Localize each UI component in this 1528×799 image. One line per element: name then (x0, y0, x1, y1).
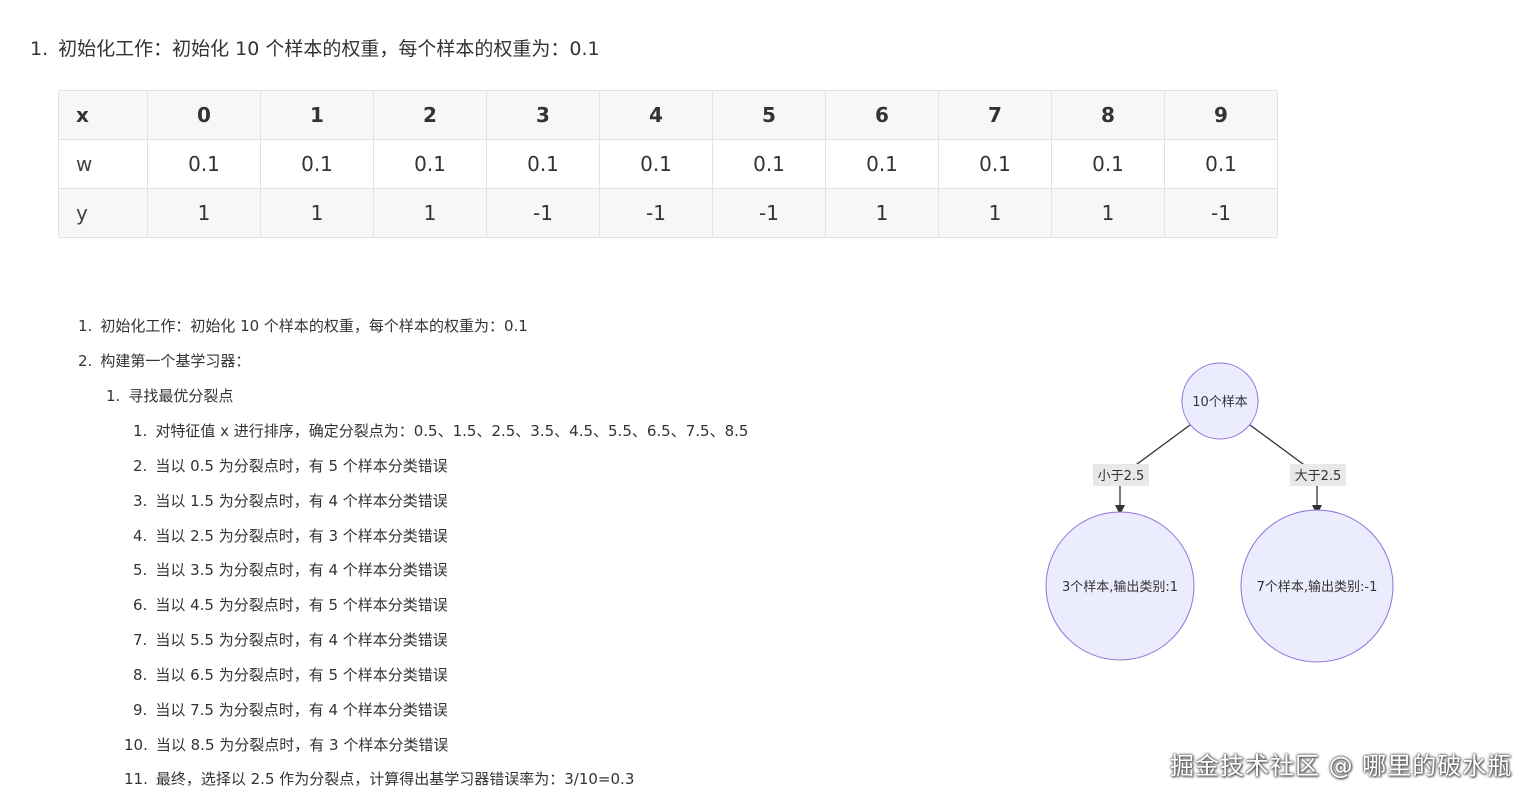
table-header-cell: 0 (147, 90, 261, 140)
edge-line-left (1132, 424, 1191, 468)
table-cell: 0.1 (712, 139, 826, 189)
table-header-cell: 3 (486, 90, 600, 140)
list-item-text: 当以 5.5 为分裂点时，有 4 个样本分类错误 (155, 631, 448, 649)
list-item: 3. 当以 1.5 为分裂点时，有 4 个样本分类错误 (133, 490, 448, 511)
decision-tree-diagram: 10个样本 小于2.5 大于2.5 3个样本,输出类别:1 7个样本,输出类别:… (1045, 362, 1394, 663)
table-cell: -1 (712, 188, 826, 238)
list-item-text: 当以 8.5 为分裂点时，有 3 个样本分类错误 (155, 736, 449, 754)
table-cell: -1 (1164, 188, 1278, 238)
table-header-cell: 1 (260, 90, 374, 140)
table-cell: 1 (260, 188, 374, 238)
tree-root-label: 10个样本 (1192, 395, 1248, 410)
list-item-text: 对特征值 x 进行排序，确定分裂点为：0.5、1.5、2.5、3.5、4.5、5… (155, 422, 749, 440)
list-item-text: 当以 4.5 为分裂点时，有 5 个样本分类错误 (155, 596, 448, 614)
watermark: 掘金技术社区 @ 哪里的破水瓶 (1170, 752, 1513, 780)
table-cell: 0.1 (260, 139, 374, 189)
tree-right-leaf-label: 7个样本,输出类别:-1 (1257, 579, 1378, 595)
list-item: 9. 当以 7.5 为分裂点时，有 4 个样本分类错误 (133, 699, 448, 720)
list-item: 5. 当以 3.5 为分裂点时，有 4 个样本分类错误 (133, 559, 448, 580)
list-item-text: 当以 2.5 为分裂点时，有 3 个样本分类错误 (155, 527, 448, 545)
list-item-number: 5. (133, 561, 148, 579)
table-row-y: y 1 1 1 -1 -1 -1 1 1 1 -1 (58, 188, 1278, 238)
table-row-label: w (58, 139, 148, 189)
list-item-number: 4. (133, 527, 148, 545)
table-cell: 1 (373, 188, 487, 238)
list-item-text: 当以 0.5 为分裂点时，有 5 个样本分类错误 (155, 457, 448, 475)
table-header-cell: 9 (1164, 90, 1278, 140)
list-item: 2. 当以 0.5 为分裂点时，有 5 个样本分类错误 (133, 455, 448, 476)
list-item: 8. 当以 6.5 为分裂点时，有 5 个样本分类错误 (133, 664, 448, 685)
table-header-cell: 5 (712, 90, 826, 140)
table-row-w: w 0.1 0.1 0.1 0.1 0.1 0.1 0.1 0.1 0.1 0.… (58, 139, 1278, 189)
table-header-cell: 6 (825, 90, 939, 140)
list-item: 4. 当以 2.5 为分裂点时，有 3 个样本分类错误 (133, 525, 448, 546)
list-item-text: 初始化工作：初始化 10 个样本的权重，每个样本的权重为：0.1 (100, 317, 528, 335)
list-item: 11. 最终，选择以 2.5 作为分裂点，计算得出基学习器错误率为：3/10=0.… (124, 768, 634, 789)
edge-label-bg-left (1093, 464, 1149, 486)
list-item: 10. 当以 8.5 为分裂点时，有 3 个样本分类错误 (124, 734, 448, 755)
tree-left-leaf-label: 3个样本,输出类别:1 (1062, 579, 1178, 595)
list-item-number: 7. (133, 631, 148, 649)
table-cell: 0.1 (1051, 139, 1165, 189)
tree-left-leaf-node (1045, 511, 1195, 661)
table-header-label: x (58, 90, 148, 140)
section-heading: 1. 初始化工作：初始化 10 个样本的权重，每个样本的权重为：0.1 (30, 34, 600, 61)
table-cell: 1 (825, 188, 939, 238)
table-cell: 0.1 (1164, 139, 1278, 189)
list-item-number: 1. (133, 422, 148, 440)
list-item: 1. 对特征值 x 进行排序，确定分裂点为：0.5、1.5、2.5、3.5、4.5… (133, 420, 748, 441)
edge-label-left: 小于2.5 (1098, 469, 1145, 484)
list-item-text: 当以 6.5 为分裂点时，有 5 个样本分类错误 (155, 666, 448, 684)
table-header-cell: 4 (599, 90, 713, 140)
edge-label-bg-right (1290, 464, 1346, 486)
table-cell: 0.1 (147, 139, 261, 189)
table-header-cell: 7 (938, 90, 1052, 140)
list-item-number: 6. (133, 596, 148, 614)
heading-number: 1. (30, 38, 49, 60)
list-item: 7. 当以 5.5 为分裂点时，有 4 个样本分类错误 (133, 629, 448, 650)
list-item-number: 2. (133, 457, 148, 475)
list-item-number: 2. (78, 352, 93, 370)
table-cell: -1 (599, 188, 713, 238)
list-item-text: 当以 7.5 为分裂点时，有 4 个样本分类错误 (155, 701, 448, 719)
list-item-number: 3. (133, 492, 148, 510)
table-cell: 0.1 (373, 139, 487, 189)
sample-weights-table: x 0 1 2 3 4 5 6 7 8 9 w 0.1 0.1 0.1 0.1 … (58, 90, 1278, 238)
list-item: 2. 构建第一个基学习器： (78, 350, 250, 371)
list-item-text: 当以 1.5 为分裂点时，有 4 个样本分类错误 (155, 492, 448, 510)
tree-right-leaf-node (1240, 509, 1394, 663)
table-cell: -1 (486, 188, 600, 238)
table-cell: 0.1 (938, 139, 1052, 189)
table-cell: 1 (938, 188, 1052, 238)
list-item: 6. 当以 4.5 为分裂点时，有 5 个样本分类错误 (133, 594, 448, 615)
table-cell: 0.1 (486, 139, 600, 189)
list-item-text: 最终，选择以 2.5 作为分裂点，计算得出基学习器错误率为：3/10=0.3 (155, 770, 635, 788)
table-cell: 0.1 (825, 139, 939, 189)
edge-label-right: 大于2.5 (1295, 469, 1342, 484)
heading-text: 初始化工作：初始化 10 个样本的权重，每个样本的权重为：0.1 (58, 38, 600, 60)
list-item-number: 9. (133, 701, 148, 719)
list-item-number: 11. (124, 770, 148, 788)
table-cell: 1 (1051, 188, 1165, 238)
list-item-number: 1. (106, 387, 121, 405)
list-item: 1. 寻找最优分裂点 (106, 385, 233, 406)
list-item-text: 构建第一个基学习器： (100, 352, 251, 370)
list-item-text: 寻找最优分裂点 (128, 387, 234, 405)
table-row-label: y (58, 188, 148, 238)
tree-root-node (1181, 362, 1259, 440)
table-header-cell: 2 (373, 90, 487, 140)
table-header-row: x 0 1 2 3 4 5 6 7 8 9 (58, 90, 1278, 140)
edge-line-right (1249, 424, 1308, 468)
list-item-number: 8. (133, 666, 148, 684)
table-cell: 0.1 (599, 139, 713, 189)
table-header-cell: 8 (1051, 90, 1165, 140)
list-item-number: 10. (124, 736, 148, 754)
list-item: 1. 初始化工作：初始化 10 个样本的权重，每个样本的权重为：0.1 (78, 315, 528, 336)
table-cell: 1 (147, 188, 261, 238)
list-item-text: 当以 3.5 为分裂点时，有 4 个样本分类错误 (155, 561, 448, 579)
list-item-number: 1. (78, 317, 93, 335)
